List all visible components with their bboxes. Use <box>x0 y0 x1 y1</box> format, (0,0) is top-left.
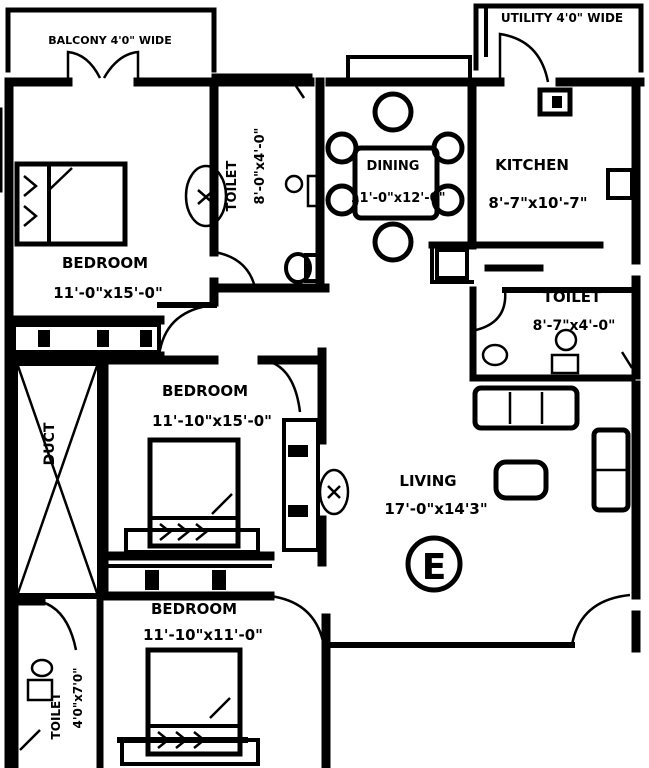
duct-name: DUCT <box>42 422 58 465</box>
living-dims: 17'-0"x14'3" <box>384 500 487 518</box>
compass-letter: E <box>422 547 447 588</box>
doors <box>19 32 634 751</box>
balcony-label: BALCONY 4'0" WIDE <box>48 34 171 47</box>
bedroom1-name: BEDROOM <box>62 254 148 272</box>
bedroom2-dims: 11'-10"x15'-0" <box>152 412 272 430</box>
toilet3-dims: 4'0"x7'0" <box>71 668 85 729</box>
dining-dims: 11'-0"x12'-0" <box>351 191 446 206</box>
toilet1-dims: 8'-0"x4'-0" <box>253 128 268 205</box>
furniture <box>12 87 634 766</box>
toilet2-name: TOILET <box>543 288 602 306</box>
toilet1-name: TOILET <box>225 160 240 211</box>
kitchen-dims: 8'-7"x10'-7" <box>488 194 587 212</box>
walls <box>0 3 645 768</box>
utility-label: UTILITY 4'0" WIDE <box>501 11 623 25</box>
room-labels: BALCONY 4'0" WIDE UTILITY 4'0" WIDE BEDR… <box>42 11 623 739</box>
bedroom3-dims: 11'-10"x11'-0" <box>143 626 263 644</box>
bedroom2-name: BEDROOM <box>162 382 248 400</box>
toilet3-name: TOILET <box>49 692 63 740</box>
living-name: LIVING <box>399 472 456 490</box>
dining-name: DINING <box>367 159 420 174</box>
bedroom3-name: BEDROOM <box>151 600 237 618</box>
toilet2-dims: 8'-7"x4'-0" <box>533 318 616 334</box>
kitchen-name: KITCHEN <box>495 156 569 174</box>
bedroom1-dims: 11'-0"x15'-0" <box>53 284 163 302</box>
compass-marker: E <box>405 535 463 593</box>
